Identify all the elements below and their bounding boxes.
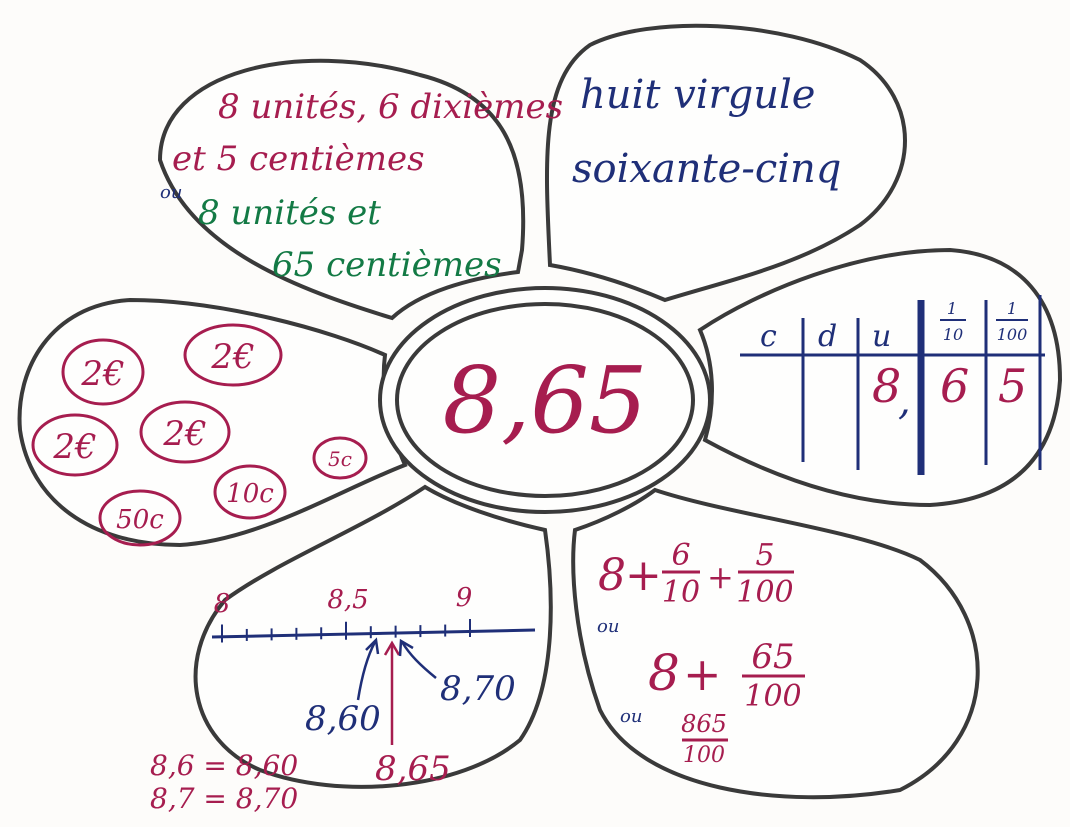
coin-label: 5c bbox=[328, 447, 352, 471]
arrow-860 bbox=[356, 641, 377, 701]
units-line4: 65 centièmes bbox=[272, 245, 502, 285]
table-header-u: u bbox=[872, 319, 891, 354]
expr1-f2-num: 5 bbox=[755, 538, 774, 573]
table-header-c: c bbox=[760, 319, 777, 354]
table-fraction-headers: 1 10 1 100 bbox=[940, 299, 1028, 344]
coin-2-euro bbox=[139, 400, 231, 464]
petal-written bbox=[544, 23, 907, 303]
units-text-group: 8 unités, 6 dixièmes et 5 centièmes ou 8… bbox=[160, 87, 563, 285]
expr1-f1-den: 10 bbox=[662, 575, 700, 610]
petal-table bbox=[697, 247, 1063, 508]
table-headers: c d u bbox=[760, 319, 891, 354]
coin-2-euro bbox=[61, 338, 145, 406]
table-comma: , bbox=[898, 378, 911, 424]
units-or: ou bbox=[160, 182, 182, 203]
place-value-table bbox=[740, 295, 1045, 475]
expr3-den: 100 bbox=[683, 743, 725, 768]
center-backdrop bbox=[380, 288, 710, 512]
coin-50-cents bbox=[98, 489, 182, 547]
label-860: 8,60 bbox=[305, 699, 381, 739]
units-line3: 8 unités et bbox=[198, 193, 381, 233]
coin-5-cents bbox=[312, 436, 368, 480]
coin-2-euro bbox=[183, 323, 283, 387]
number-line-axis bbox=[211, 628, 536, 639]
center-number: 8,65 bbox=[443, 347, 648, 454]
frac-header-num: 1 bbox=[947, 299, 957, 318]
written-line1: huit virgule bbox=[580, 72, 815, 118]
money-group bbox=[31, 323, 368, 547]
coin-labels: 2€ 2€ 2€ 2€ 5c 50c 10c bbox=[52, 337, 352, 535]
table-digit-units: 8 bbox=[872, 359, 901, 413]
coin-label: 2€ bbox=[52, 427, 96, 467]
number-line: 8 8,5 9 8,60 8,70 8,65 8,6 = 8,60 8,7 = … bbox=[150, 583, 536, 815]
expr1-plus: + bbox=[625, 550, 662, 601]
petal-money bbox=[17, 297, 408, 548]
tick-label-9: 9 bbox=[456, 583, 473, 613]
tick-label-8-5: 8,5 bbox=[327, 585, 368, 615]
frac-header-den: 10 bbox=[943, 325, 963, 344]
written-line2: soixante-cinq bbox=[572, 146, 841, 192]
frac-header-den: 100 bbox=[997, 325, 1028, 344]
equality-2: 8,7 = 8,70 bbox=[150, 782, 298, 815]
units-line1: 8 unités, 6 dixièmes bbox=[218, 87, 563, 127]
number-line-ticks bbox=[221, 619, 471, 643]
table-digit-tenths: 6 bbox=[940, 359, 969, 413]
table-header-d: d bbox=[818, 319, 837, 354]
expr1-plus2: + bbox=[707, 558, 734, 596]
coin-label: 10c bbox=[226, 479, 274, 509]
expr2-plus: + bbox=[683, 647, 722, 701]
expr2-num: 65 bbox=[751, 637, 794, 677]
label-870: 8,70 bbox=[440, 669, 516, 709]
table-digit-hundredths: 5 bbox=[998, 359, 1027, 413]
coin-label: 2€ bbox=[162, 414, 206, 454]
coin-label: 50c bbox=[116, 505, 164, 535]
arrow-870 bbox=[400, 641, 437, 679]
arrow-865-head bbox=[383, 640, 401, 656]
equality-1: 8,6 = 8,60 bbox=[150, 749, 298, 782]
arrow-860-head bbox=[365, 637, 380, 655]
units-line2: et 5 centièmes bbox=[172, 139, 425, 179]
coin-label: 2€ bbox=[80, 354, 124, 394]
expr2-whole: 8 bbox=[648, 644, 680, 702]
coin-label: 2€ bbox=[210, 337, 254, 377]
table-digits: 8 , 6 5 bbox=[872, 359, 1027, 424]
petal-fractions bbox=[571, 487, 980, 800]
fractions-or1: ou bbox=[597, 616, 619, 637]
expr3-num: 865 bbox=[681, 710, 727, 738]
petal-units bbox=[157, 58, 526, 321]
expr1-f1-num: 6 bbox=[671, 538, 690, 573]
coin-2-euro bbox=[31, 413, 119, 477]
written-text-group: huit virgule soixante-cinq bbox=[572, 72, 841, 192]
center-outer-ring bbox=[378, 286, 712, 514]
petal-number-line bbox=[193, 484, 553, 789]
fractions-or2: ou bbox=[620, 706, 642, 727]
expr1-whole: 8 bbox=[598, 550, 626, 601]
center-inner-ring bbox=[395, 302, 695, 498]
tick-label-8: 8 bbox=[214, 589, 231, 619]
frac-header-num: 1 bbox=[1007, 299, 1017, 318]
fractions-group: 8 + 6 10 + 5 100 ou 8 + 65 100 ou 865 10… bbox=[597, 538, 805, 768]
coin-10-cents bbox=[213, 464, 287, 520]
expr1-f2-den: 100 bbox=[736, 575, 793, 610]
expr2-den: 100 bbox=[744, 679, 801, 714]
label-865: 8,65 bbox=[375, 749, 451, 789]
arrow-870-head bbox=[398, 638, 414, 657]
